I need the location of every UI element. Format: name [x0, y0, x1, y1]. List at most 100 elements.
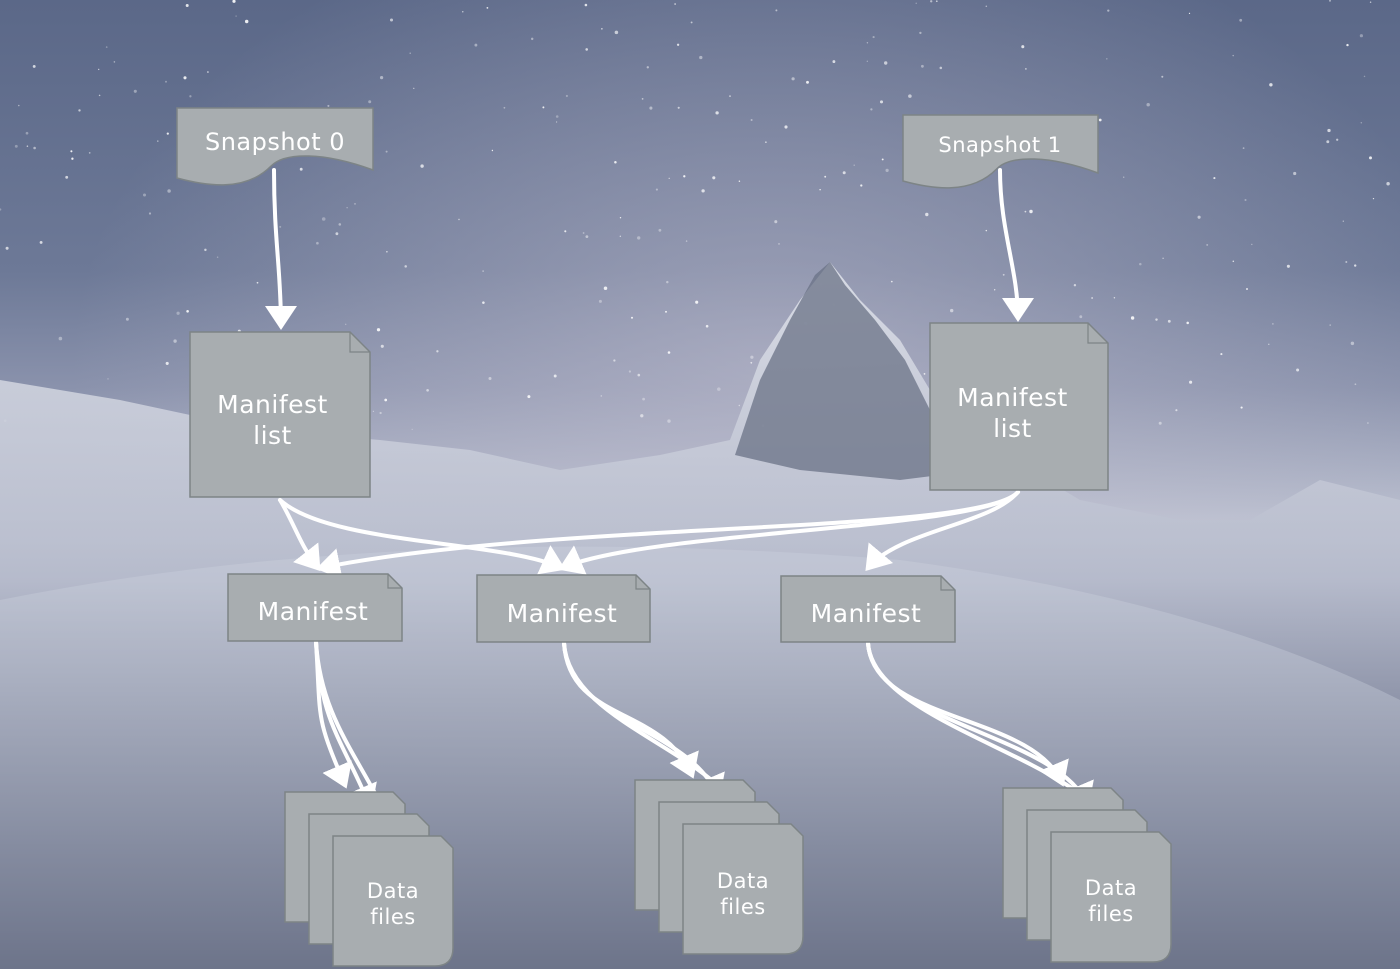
- star: [1155, 318, 1158, 321]
- star: [565, 94, 568, 98]
- star: [316, 241, 319, 245]
- star: [935, 0, 938, 3]
- star: [1091, 297, 1093, 299]
- star: [491, 149, 494, 152]
- star: [585, 48, 588, 51]
- star: [1232, 54, 1234, 57]
- star: [26, 145, 29, 147]
- star: [1293, 171, 1297, 176]
- star: [173, 339, 177, 343]
- star: [1342, 220, 1344, 222]
- star: [279, 225, 282, 228]
- star: [185, 4, 189, 7]
- star: [985, 229, 988, 232]
- star: [1098, 118, 1102, 122]
- star: [915, 2, 917, 4]
- star: [676, 43, 680, 46]
- star: [1329, 324, 1331, 326]
- star: [1002, 273, 1005, 276]
- star: [107, 378, 109, 380]
- arrow-snapshot-1-to-list: [998, 168, 1034, 322]
- star: [1366, 422, 1369, 424]
- star: [667, 419, 671, 423]
- star: [585, 235, 589, 239]
- arrow-list-1-to-manifest-2: [865, 490, 1020, 572]
- star: [695, 300, 699, 304]
- star: [204, 248, 207, 252]
- star: [729, 95, 731, 97]
- star: [1162, 257, 1164, 259]
- star: [640, 414, 644, 418]
- manifest-0-box-fold: [387, 574, 402, 589]
- star: [71, 157, 74, 160]
- star: [1272, 323, 1274, 325]
- star: [165, 80, 167, 83]
- star: [1113, 297, 1116, 299]
- star: [1025, 68, 1027, 70]
- star: [386, 250, 388, 253]
- star: [750, 118, 753, 122]
- star: [1213, 177, 1216, 180]
- star: [1073, 284, 1077, 287]
- star: [0, 208, 2, 211]
- star: [920, 64, 924, 68]
- star: [1106, 58, 1108, 60]
- star: [584, 3, 588, 7]
- star: [870, 108, 873, 111]
- star: [923, 373, 926, 375]
- star: [142, 193, 147, 197]
- star: [784, 125, 788, 129]
- star: [649, 106, 653, 110]
- star: [860, 184, 863, 187]
- star: [553, 374, 557, 378]
- star: [791, 77, 795, 81]
- star: [1329, 0, 1331, 2]
- star: [125, 317, 129, 321]
- star: [78, 109, 81, 112]
- star: [598, 299, 602, 303]
- star: [778, 243, 780, 245]
- star: [372, 410, 375, 412]
- star: [1354, 264, 1357, 267]
- manifest-0-box: [227, 573, 403, 642]
- star: [404, 265, 407, 268]
- star: [1175, 409, 1178, 412]
- star: [527, 395, 531, 399]
- star: [1189, 380, 1193, 384]
- star: [113, 61, 116, 63]
- star: [1350, 341, 1355, 346]
- star: [712, 176, 716, 180]
- star: [1146, 102, 1150, 107]
- star: [97, 68, 100, 71]
- star: [1363, 75, 1366, 78]
- star: [685, 240, 688, 242]
- star: [411, 428, 413, 431]
- star: [256, 281, 259, 284]
- star: [1369, 156, 1372, 160]
- star: [1239, 18, 1243, 22]
- connectors: [264, 168, 1117, 834]
- star: [738, 180, 741, 183]
- star: [474, 43, 478, 47]
- star: [806, 80, 809, 84]
- star: [705, 324, 709, 328]
- star: [167, 189, 171, 193]
- star: [165, 361, 169, 365]
- star: [39, 240, 43, 244]
- star: [1326, 140, 1330, 144]
- star: [354, 203, 356, 205]
- manifest-list-1-box: [929, 322, 1109, 491]
- arrow-list-0-to-manifest-0: [278, 498, 321, 572]
- star: [603, 286, 608, 291]
- arrow-list-1-to-manifest-1: [558, 490, 1020, 575]
- star: [613, 359, 616, 362]
- star: [409, 52, 411, 54]
- star: [879, 100, 884, 104]
- star: [186, 309, 189, 313]
- star: [919, 31, 922, 35]
- star: [925, 212, 929, 217]
- star: [1130, 316, 1135, 320]
- star: [1161, 75, 1164, 78]
- star: [994, 289, 996, 291]
- star: [1251, 243, 1253, 246]
